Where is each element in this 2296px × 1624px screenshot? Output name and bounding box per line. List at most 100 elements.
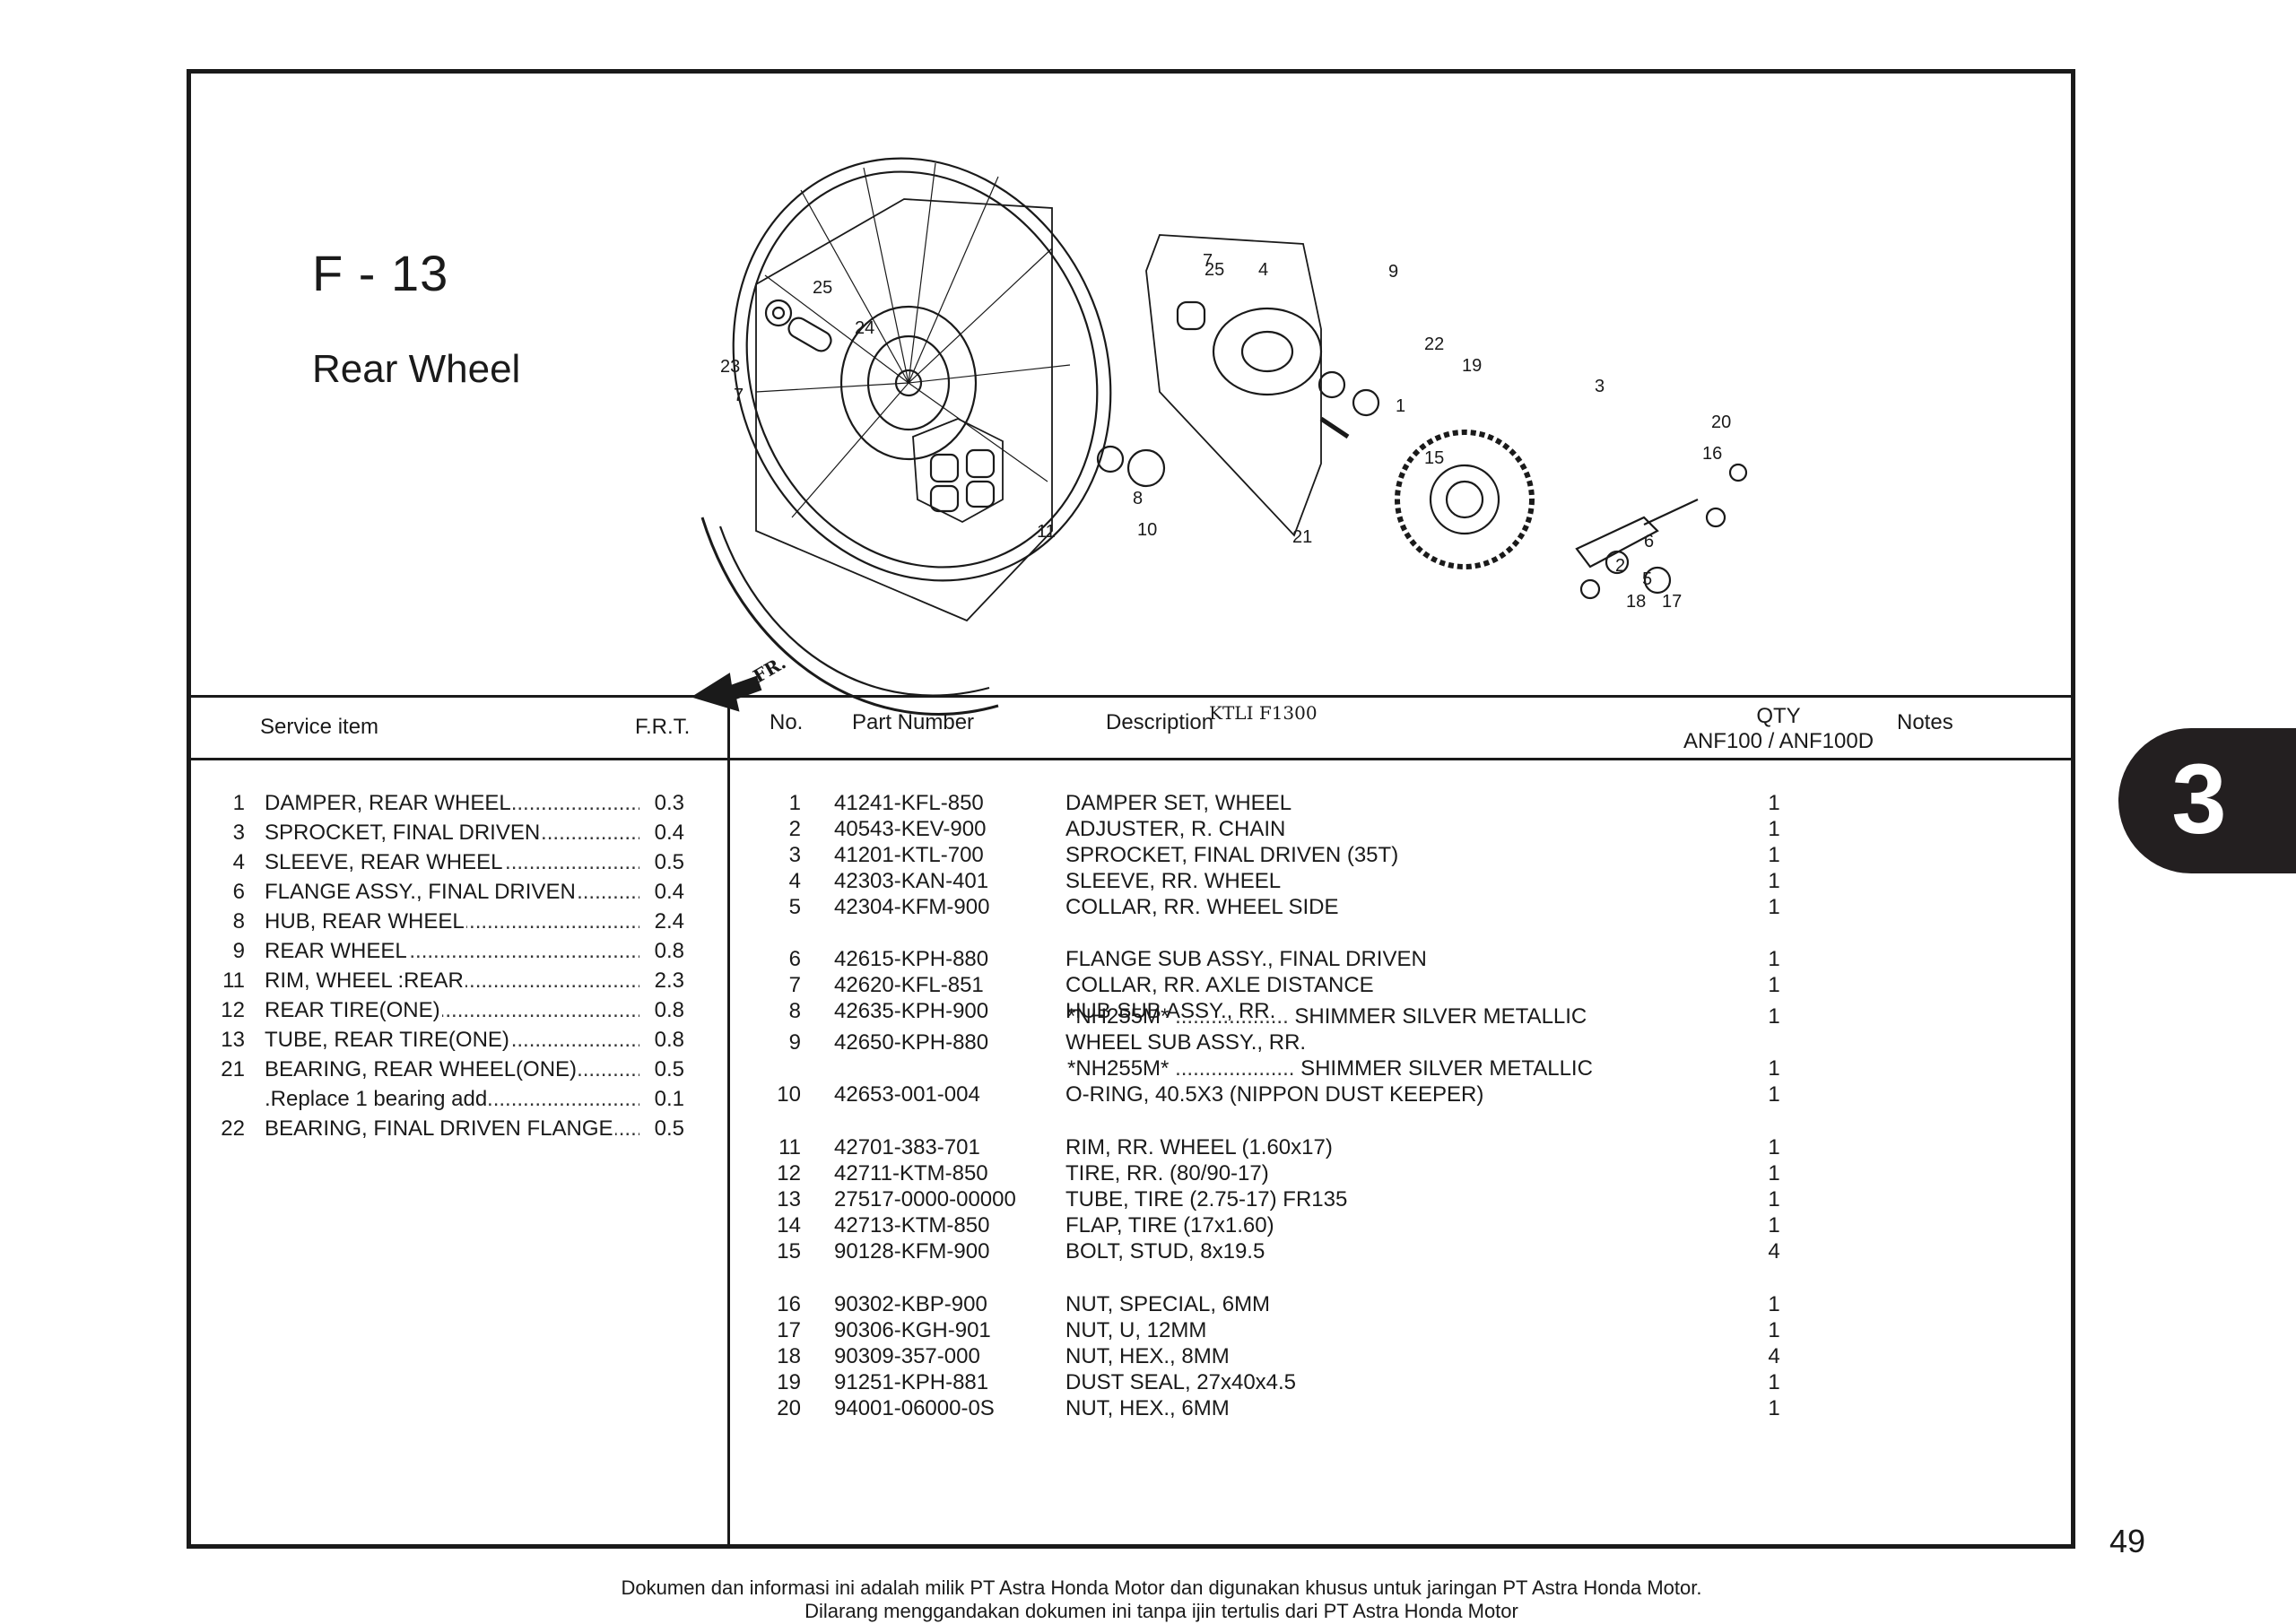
footer-line-1: Dokumen dan informasi ini adalah milik P… (621, 1576, 1702, 1599)
part-qty: 1 (1768, 1161, 1780, 1185)
hub-body (839, 305, 978, 461)
part-no: 4 (788, 869, 801, 893)
part-description: FLANGE SUB ASSY., FINAL DRIVEN (1065, 947, 1427, 971)
fr-arrow (693, 673, 762, 712)
part-no: 13 (777, 1187, 801, 1211)
service-item-frt: 0.5 (654, 850, 684, 874)
part-qty: 1 (1768, 817, 1780, 841)
service-item-name: RIM, WHEEL :REAR (265, 968, 465, 994)
part-no: 7 (788, 973, 801, 997)
service-item-name: HUB, REAR WHEEL (265, 909, 466, 934)
service-item-header: Service item (260, 715, 379, 739)
part-description: ADJUSTER, R. CHAIN (1065, 817, 1286, 841)
part-description: NUT, HEX., 6MM (1065, 1396, 1230, 1420)
service-item-no: 1 (232, 791, 245, 815)
part-qty: 1 (1768, 1396, 1780, 1420)
svg-text:22: 22 (1424, 334, 1444, 354)
description-header: Description (1106, 710, 1214, 734)
part-qty: 4 (1768, 1344, 1780, 1368)
part-qty: 1 (1768, 1292, 1780, 1316)
part-qty: 1 (1768, 1370, 1780, 1394)
part-qty: 4 (1768, 1239, 1780, 1264)
nut-16 (1705, 507, 1726, 528)
part-qty: 1 (1768, 1082, 1780, 1107)
part-row: 2 40543-KEV-900 ADJUSTER, R. CHAIN 1 (729, 817, 2066, 842)
svg-text:20: 20 (1711, 413, 1731, 432)
frt-header: F.R.T. (635, 715, 691, 739)
part-description: NUT, SPECIAL, 6MM (1065, 1292, 1271, 1316)
section-tab-number: 3 (2171, 744, 2227, 855)
hub-axle (894, 369, 923, 397)
service-item-frt: 0.4 (654, 880, 684, 904)
service-item-name: FLANGE ASSY., FINAL DRIVEN (265, 880, 578, 905)
svg-text:18: 18 (1626, 592, 1646, 612)
divider-columns (727, 695, 730, 1544)
color-note-row: *NH255M* ................... SHIMMER SIL… (1067, 1004, 1587, 1029)
part-no: 8 (788, 999, 801, 1023)
part-description: DUST SEAL, 27x40x4.5 (1065, 1370, 1297, 1394)
service-item-frt: 0.8 (654, 1028, 684, 1052)
svg-text:4: 4 (1258, 260, 1268, 280)
part-qty: 1 (1768, 869, 1780, 893)
service-item-frt: 2.3 (654, 968, 684, 993)
svg-text:25: 25 (813, 278, 832, 298)
part-number: 94001-06000-0S (834, 1396, 995, 1420)
svg-text:15: 15 (1424, 448, 1444, 468)
part-qty: 1 (1768, 973, 1780, 997)
part-qty: 1 (1768, 1318, 1780, 1342)
svg-text:16: 16 (1702, 444, 1722, 464)
part-number: 91251-KPH-881 (834, 1370, 989, 1394)
svg-text:7: 7 (1203, 251, 1213, 271)
page-number: 49 (2109, 1523, 2146, 1559)
part-qty: 1 (1768, 1187, 1780, 1211)
service-item-name: REAR TIRE(ONE) (265, 998, 442, 1023)
tire-arc-inner (718, 525, 990, 697)
dust-seal-19 (1352, 388, 1380, 417)
callout-1: 25 (1205, 260, 1224, 280)
page-frame: F - 13 Rear Wheel (187, 69, 2075, 1549)
part-description: SPROCKET, FINAL DRIVEN (35T) (1065, 843, 1399, 867)
part-description: WHEEL SUB ASSY., RR. (1065, 1030, 1307, 1055)
service-item-no: 8 (232, 909, 245, 934)
part-number: 42713-KTM-850 (834, 1213, 990, 1238)
service-item-frt: 0.8 (654, 998, 684, 1022)
wheel-group-outline (755, 198, 1053, 622)
part-number: 40543-KEV-900 (834, 817, 987, 841)
part-description: O-RING, 40.5X3 (NIPPON DUST KEEPER) (1065, 1082, 1484, 1107)
part-description: COLLAR, RR. AXLE DISTANCE (1065, 973, 1374, 997)
part-no: 2 (788, 817, 801, 841)
part-description: TUBE, TIRE (2.75-17) FR135 (1065, 1187, 1348, 1211)
color-note-row: *NH255M* .................... SHIMMER SI… (1067, 1056, 1593, 1081)
nut-20 (1728, 463, 1748, 482)
part-number: 42304-KFM-900 (834, 895, 990, 919)
service-item-frt: 2.4 (654, 909, 684, 934)
service-item-row: .Replace 1 bearing add..................… (191, 1087, 693, 1114)
part-number: 41201-KTL-700 (834, 843, 984, 867)
service-item-name: REAR WHEEL (265, 939, 409, 964)
svg-text:19: 19 (1462, 356, 1482, 376)
part-no: 1 (788, 791, 801, 815)
bearing-22 (1318, 370, 1346, 399)
part-description: SLEEVE, RR. WHEEL (1065, 869, 1282, 893)
stud-15 (1319, 416, 1350, 439)
section-tab: 3 (2118, 728, 2296, 873)
footer-line-2: Dilarang menggandakan dokumen ini tanpa … (804, 1600, 1518, 1622)
part-qty: 1 (1768, 843, 1780, 867)
part-no: 17 (777, 1318, 801, 1342)
service-item-no: 22 (221, 1116, 245, 1141)
svg-text:8: 8 (1133, 489, 1143, 508)
svg-text:3: 3 (1595, 377, 1605, 396)
